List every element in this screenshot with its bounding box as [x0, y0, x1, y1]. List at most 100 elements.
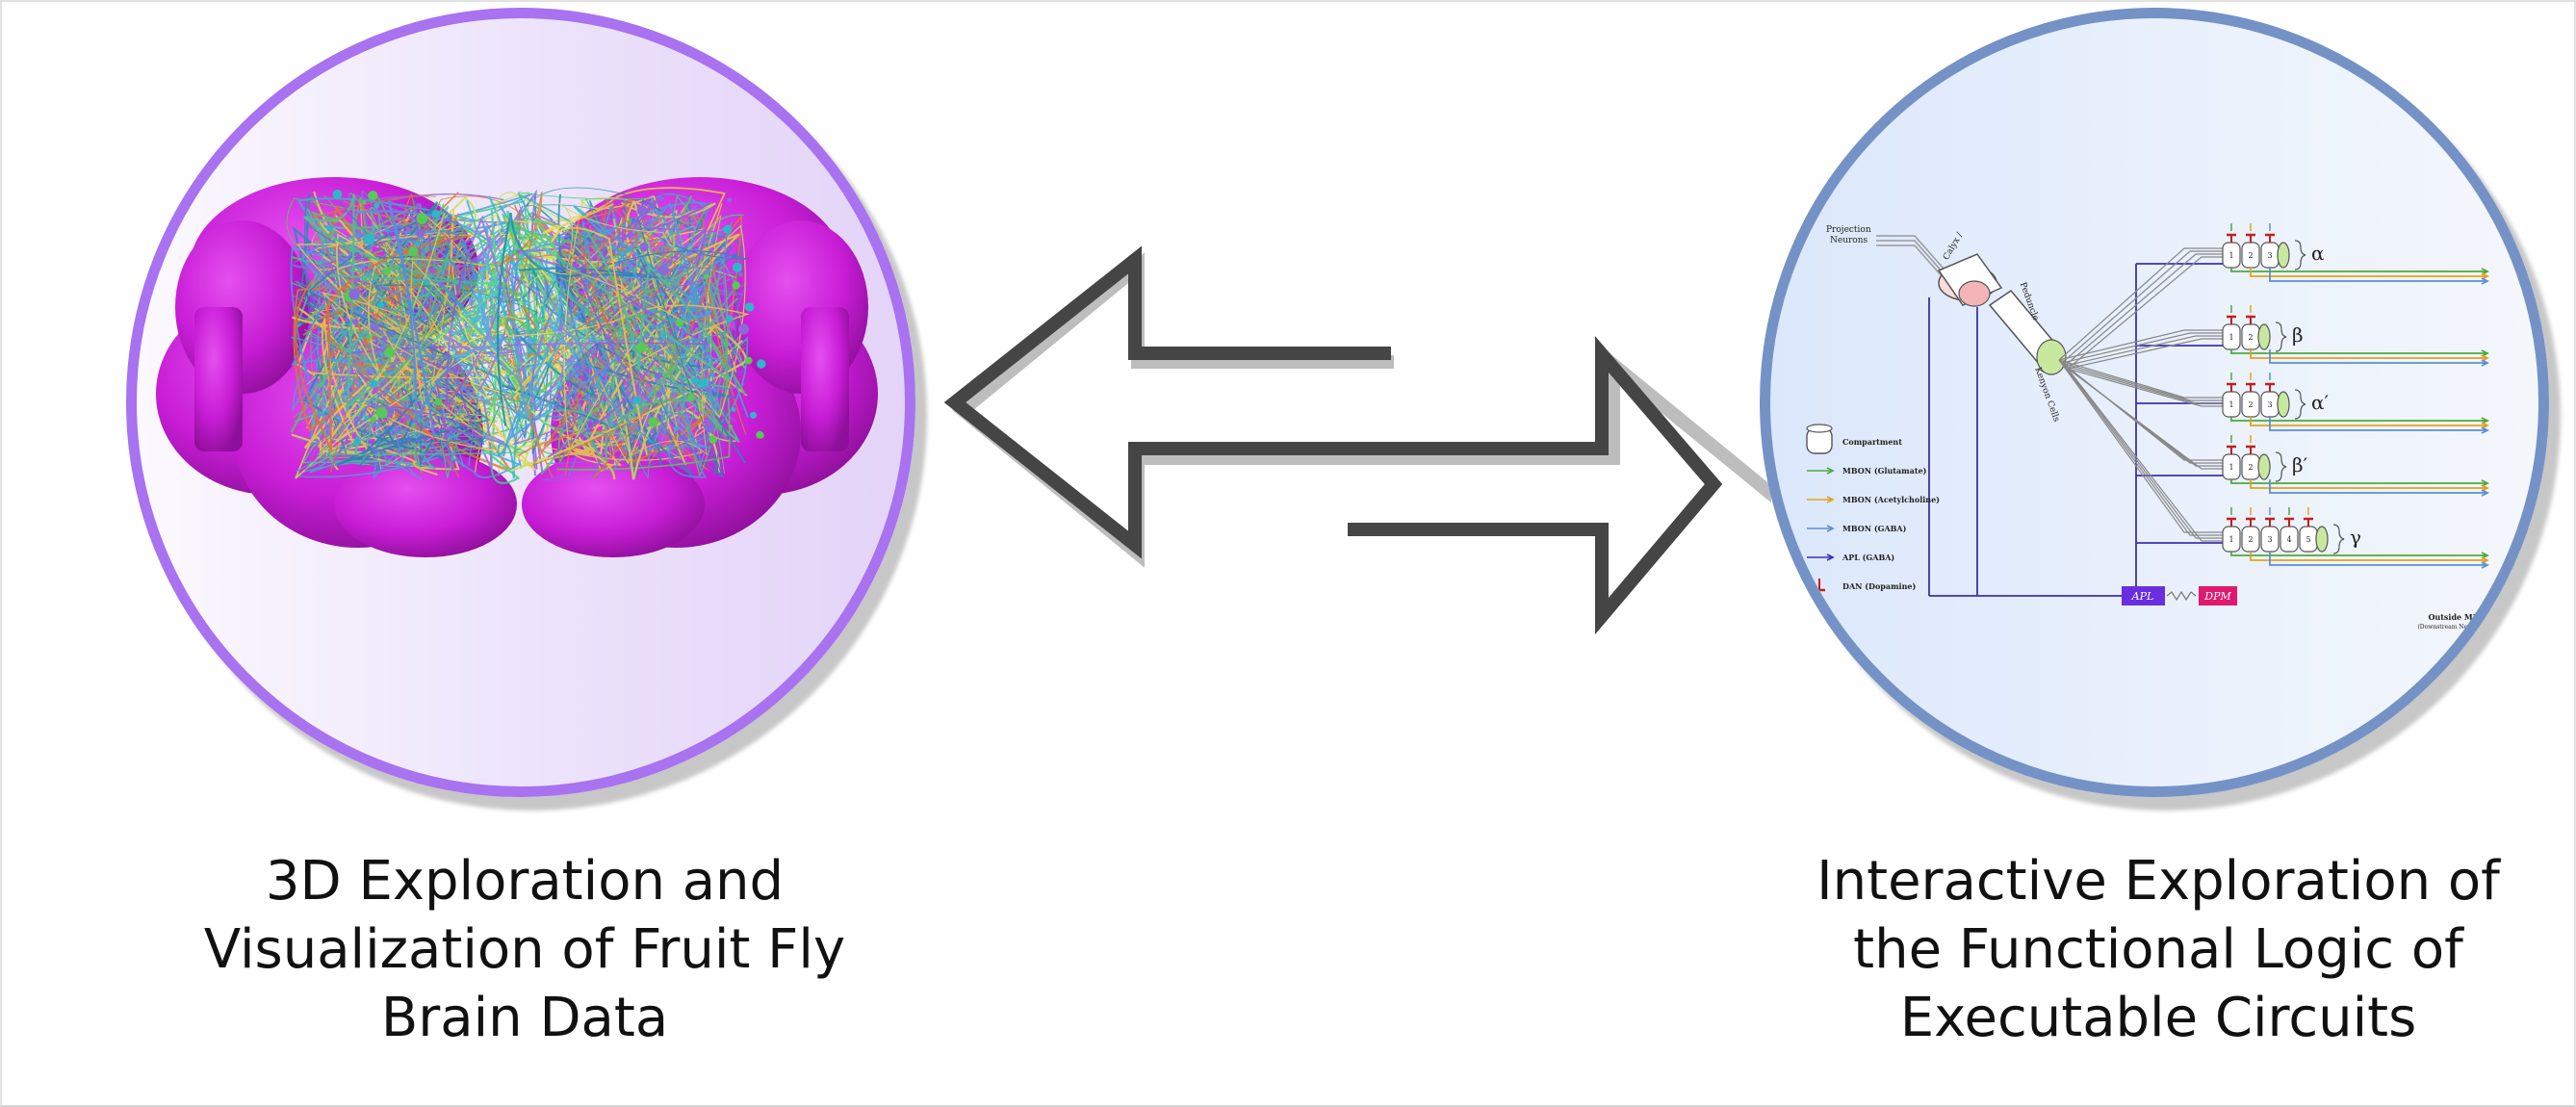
compartment-number: 3	[2267, 251, 2272, 260]
kenyon-cells-label: Kenyon Cells	[2032, 366, 2061, 424]
mbon-output	[2230, 479, 2487, 484]
neuron-cluster-left	[286, 189, 550, 484]
compartment-number: 5	[2306, 535, 2310, 544]
right-caption-line-3: Executable Circuits	[1899, 987, 2417, 1049]
apl-bus-lines	[1928, 263, 2223, 597]
compartment-number: 3	[2267, 400, 2272, 409]
compartment-number: 1	[2228, 463, 2233, 472]
legend-label: DAN (Dopamine)	[1842, 581, 1916, 591]
legend-item: MBON (Glutamate)	[1807, 466, 1927, 476]
mbon-output	[2230, 268, 2487, 272]
compartment-number: 1	[2228, 251, 2233, 260]
lobe-tip	[2257, 323, 2271, 350]
mbon-arrowhead	[2481, 277, 2490, 285]
projection-neurons-label-1: Projection	[1826, 225, 1871, 235]
compartment-number: 3	[2267, 535, 2272, 544]
left-arrow-icon	[943, 245, 1723, 635]
bidirectional-arrows	[943, 245, 1771, 635]
mbon-output	[2269, 268, 2487, 282]
lobe-brace	[2275, 451, 2287, 482]
neuron-cluster-right	[496, 187, 750, 481]
right-caption-line-1: Interactive Exploration of	[1816, 850, 2500, 913]
calyx: Calyx /	[1937, 230, 2003, 307]
mbon-output	[2230, 552, 2487, 556]
dpm-node	[2199, 586, 2237, 605]
circuit-diagram-circle: Projection Neurons Calyx / Peduncle Keny…	[1760, 8, 2549, 797]
right-caption: Interactive Exploration of the Functiona…	[1744, 847, 2572, 1052]
svg-text:Outside MB: Outside MB	[2428, 612, 2479, 622]
apl-node	[2122, 586, 2165, 605]
mbon-output	[2250, 349, 2487, 359]
mbon-output	[2269, 552, 2487, 566]
mbon-output	[2250, 268, 2487, 277]
lobe-brace	[2294, 240, 2306, 270]
apl-dpm-nodes: APL DPM	[2122, 586, 2237, 605]
mbon-output	[2250, 552, 2487, 561]
mbon-arrowhead	[2481, 561, 2490, 569]
mbon-output	[2230, 349, 2487, 354]
lobe-4: 1 2 β′	[2222, 435, 2308, 482]
mushroom-body-circuit-diagram: Projection Neurons Calyx / Peduncle Keny…	[1806, 223, 2490, 631]
legend-label: Compartment	[1842, 437, 1902, 447]
projection-neurons: Projection Neurons	[1826, 225, 1945, 279]
compartment-number: 1	[2228, 333, 2233, 342]
peduncle: Peduncle Kenyon Cells	[1988, 281, 2067, 424]
mbon-output	[2269, 417, 2487, 431]
compartment-number: 2	[2248, 400, 2253, 409]
compartment-number: 2	[2248, 463, 2253, 472]
mbon-arrowhead	[2481, 359, 2490, 367]
lobe-tip	[2277, 242, 2290, 269]
lobe-2: 1 2 β	[2222, 305, 2304, 352]
mbon-arrowhead	[2481, 489, 2490, 497]
dpm-label: DPM	[2203, 590, 2231, 603]
compartment-number: 1	[2228, 535, 2233, 544]
fly-brain-render	[156, 177, 878, 557]
legend-item: MBON (Acetylcholine)	[1807, 495, 1940, 504]
lobe-1: 1 2 3 α	[2222, 223, 2325, 270]
lobe-symbol: α′	[2311, 391, 2330, 414]
calyx-label: Calyx /	[1942, 230, 1966, 262]
legend-label: MBON (Glutamate)	[1842, 466, 1927, 476]
neuron-somata	[326, 189, 766, 446]
compartment-number: 2	[2248, 251, 2253, 260]
lobe-tip	[2277, 391, 2290, 418]
legend-label: MBON (GABA)	[1842, 524, 1907, 533]
compartment-number: 2	[2248, 535, 2253, 544]
brain-visualization-circle	[126, 8, 915, 797]
outside-mb-label: Outside MB (Downstream Neuropils)	[2417, 612, 2489, 631]
mbon-output	[2230, 417, 2487, 422]
left-caption-line-2: Visualization of Fruit Fly	[203, 918, 846, 981]
apl-label: APL	[2131, 590, 2154, 603]
mbon-output	[2269, 479, 2487, 494]
lobe-symbol: α	[2311, 242, 2325, 265]
legend-item: MBON (GABA)	[1807, 524, 1907, 533]
legend-item: Compartment	[1806, 424, 1902, 454]
compartment-number: 4	[2286, 535, 2291, 544]
compartment-number: 2	[2248, 333, 2253, 342]
left-caption-line-1: 3D Exploration and	[265, 850, 785, 913]
brain-3d-panel: 3D Exploration and Visualization of Frui…	[111, 0, 939, 1107]
projection-neurons-label-2: Neurons	[1830, 236, 1868, 245]
mbon-output	[2250, 479, 2487, 489]
mbon-output	[2269, 349, 2487, 364]
lobe-brace	[2332, 524, 2345, 554]
kenyon-cell-axons	[2058, 247, 2223, 542]
lobe-symbol: β′	[2292, 453, 2308, 476]
circuit-panel: Projection Neurons Calyx / Peduncle Keny…	[1744, 0, 2572, 1107]
lobe-brace	[2275, 322, 2287, 352]
legend-label: MBON (Acetylcholine)	[1842, 495, 1940, 504]
mbon-output-lines	[2230, 268, 2490, 569]
lobe-tip	[2315, 526, 2329, 553]
lobe-symbol: γ	[2350, 526, 2361, 549]
legend-item: DAN (Dopamine)	[1814, 579, 1916, 592]
right-caption-line-2: the Functional Logic of	[1853, 918, 2463, 981]
svg-text:(Downstream Neuropils): (Downstream Neuropils)	[2417, 624, 2489, 631]
lobe-5: 1 2 3 4 5 γ	[2222, 507, 2361, 554]
left-caption-line-3: Brain Data	[380, 987, 669, 1049]
lobe-tip	[2257, 453, 2271, 480]
lobe-symbol: β	[2292, 323, 2304, 347]
legend-label: APL (GABA)	[1842, 553, 1894, 562]
